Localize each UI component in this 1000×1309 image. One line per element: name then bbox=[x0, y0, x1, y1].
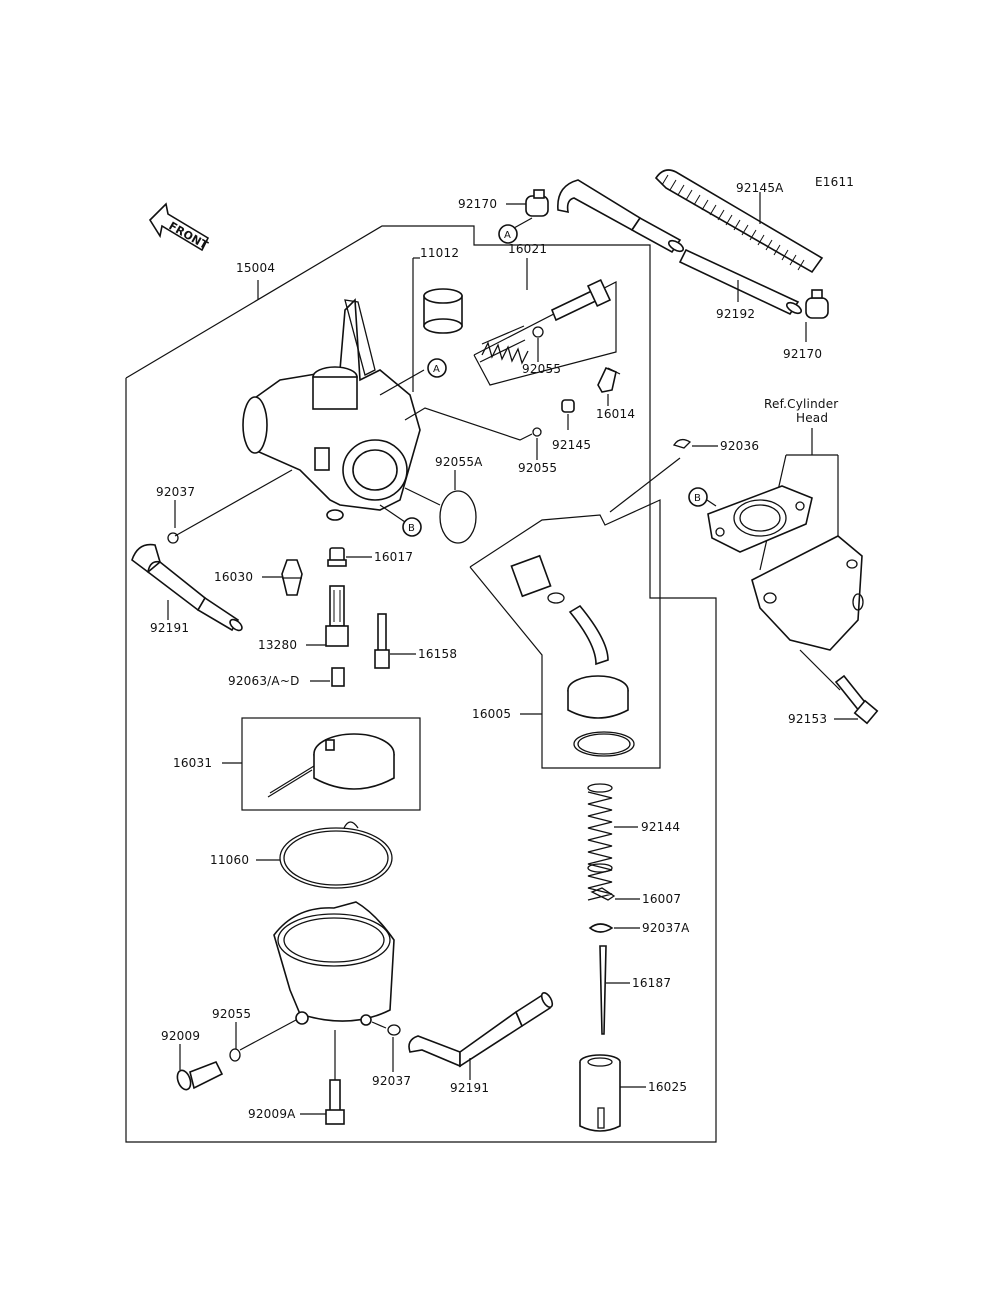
label-15004: 15004 bbox=[236, 261, 275, 275]
intake-manifold bbox=[707, 485, 864, 651]
part-16021-screw bbox=[550, 279, 612, 322]
carburetor-body bbox=[242, 298, 421, 521]
label-92055-a: 92055 bbox=[522, 362, 561, 376]
label-92192: 92192 bbox=[716, 307, 755, 321]
part-16030 bbox=[281, 559, 303, 596]
part-92037A bbox=[588, 923, 614, 933]
part-16025-slide bbox=[579, 1054, 621, 1132]
part-16014 bbox=[597, 366, 621, 393]
svg-text:A: A bbox=[504, 230, 511, 241]
part-92055-c bbox=[229, 1048, 241, 1062]
marker-a bbox=[427, 358, 447, 378]
label-92063: 92063/A~D bbox=[228, 674, 300, 688]
part-float-bowl bbox=[273, 901, 395, 1026]
label-16187: 16187 bbox=[632, 976, 671, 990]
label-92055-b: 92055 bbox=[518, 461, 557, 475]
label-16021: 16021 bbox=[508, 242, 547, 256]
part-92144-spring bbox=[587, 783, 613, 901]
label-92055-c: 92055 bbox=[212, 1007, 251, 1021]
label-92170-b: 92170 bbox=[783, 347, 822, 361]
part-92192-hose bbox=[678, 248, 803, 316]
part-92191-hose-a bbox=[131, 543, 243, 632]
part-92063 bbox=[331, 667, 345, 687]
part-92037-clip-a bbox=[167, 532, 179, 544]
part-92170-clip-a bbox=[525, 189, 549, 217]
part-92055A bbox=[439, 490, 477, 544]
box-16031 bbox=[241, 717, 421, 811]
label-92009: 92009 bbox=[161, 1029, 200, 1043]
part-92036 bbox=[672, 438, 692, 449]
part-16187-needle bbox=[599, 945, 607, 1035]
part-92009A-screw bbox=[325, 1079, 345, 1125]
part-upper-hose bbox=[557, 179, 685, 254]
label-16014: 16014 bbox=[596, 407, 635, 421]
diagram-id: E1611 bbox=[815, 175, 854, 189]
svg-text:A: A bbox=[433, 364, 440, 375]
assembly-outline bbox=[125, 225, 717, 1143]
label-92145A: 92145A bbox=[736, 181, 784, 195]
label-11060: 11060 bbox=[210, 853, 249, 867]
label-16017: 16017 bbox=[374, 550, 413, 564]
label-92144: 92144 bbox=[641, 820, 680, 834]
label-92037A: 92037A bbox=[642, 921, 690, 935]
label-16007: 16007 bbox=[642, 892, 681, 906]
label-92153: 92153 bbox=[788, 712, 827, 726]
part-92009-screw bbox=[176, 1060, 224, 1091]
marker-b bbox=[402, 517, 422, 537]
part-16158 bbox=[374, 613, 390, 669]
part-11012 bbox=[423, 288, 463, 334]
marker-a-top bbox=[498, 224, 518, 244]
label-16158: 16158 bbox=[418, 647, 457, 661]
label-92036: 92036 bbox=[720, 439, 759, 453]
label-92055A: 92055A bbox=[435, 455, 483, 469]
label-92170-a: 92170 bbox=[458, 197, 497, 211]
label-16030: 16030 bbox=[214, 570, 253, 584]
part-92145A-spring-hose bbox=[654, 169, 824, 274]
part-16031-float bbox=[267, 733, 395, 798]
label-92009A: 92009A bbox=[248, 1107, 296, 1121]
label-16025: 16025 bbox=[648, 1080, 687, 1094]
part-92037-clip-b bbox=[387, 1024, 401, 1036]
part-92145 bbox=[561, 399, 575, 413]
front-arrow-icon: FRONT bbox=[148, 202, 211, 252]
part-16007 bbox=[590, 887, 616, 901]
part-92170-clip-b bbox=[805, 289, 829, 319]
part-92153-bolt bbox=[834, 674, 879, 725]
label-16031: 16031 bbox=[173, 756, 212, 770]
label-92145: 92145 bbox=[552, 438, 591, 452]
part-16017 bbox=[327, 547, 347, 567]
label-13280: 13280 bbox=[258, 638, 297, 652]
svg-text:B: B bbox=[408, 523, 415, 534]
label-92037-b: 92037 bbox=[372, 1074, 411, 1088]
box-16005 bbox=[469, 499, 661, 769]
part-92055-b bbox=[532, 427, 542, 437]
label-92191-b: 92191 bbox=[450, 1081, 489, 1095]
label-92037-a: 92037 bbox=[156, 485, 195, 499]
part-92055-oring bbox=[532, 326, 544, 338]
label-92191-a: 92191 bbox=[150, 621, 189, 635]
part-16021-spring bbox=[479, 325, 529, 365]
part-13280 bbox=[325, 585, 349, 647]
ref-label-line2: Head bbox=[796, 411, 828, 425]
part-92191-hose-b bbox=[408, 991, 554, 1068]
part-11060-gasket bbox=[279, 821, 393, 889]
marker-b-right bbox=[688, 487, 708, 507]
label-16005: 16005 bbox=[472, 707, 511, 721]
part-16005-assembly bbox=[510, 554, 635, 757]
svg-text:B: B bbox=[694, 493, 701, 504]
label-11012: 11012 bbox=[420, 246, 459, 260]
ref-label-line1: Ref.Cylinder bbox=[764, 397, 838, 411]
